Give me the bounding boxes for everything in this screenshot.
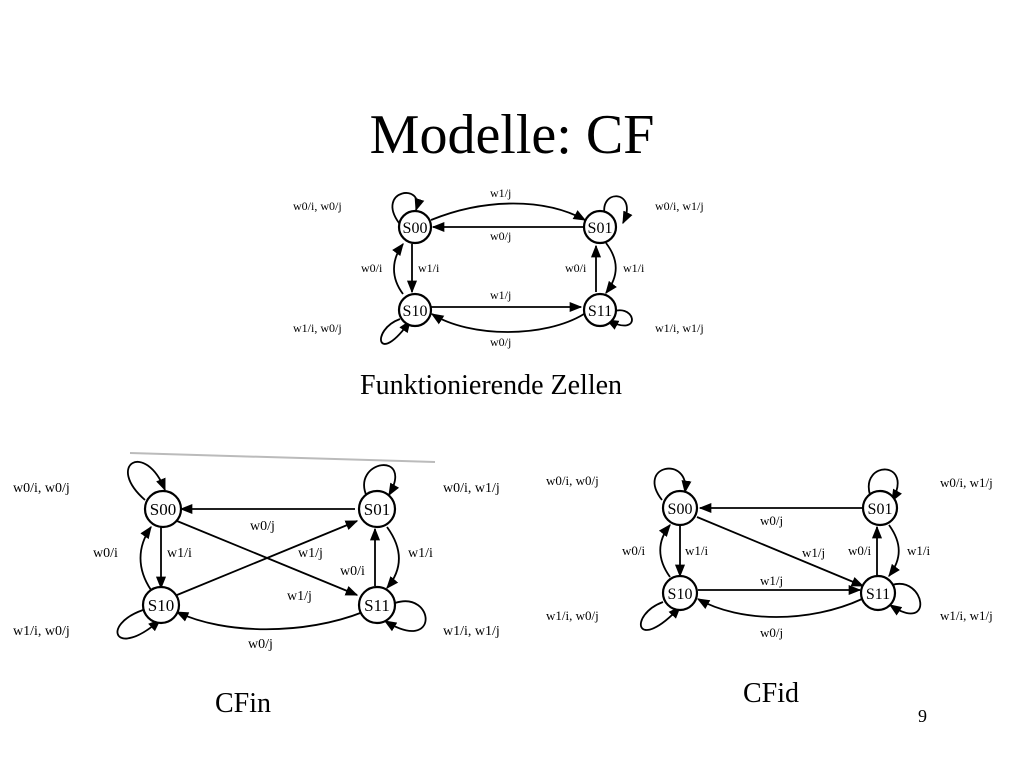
state-label: S00: [150, 500, 176, 519]
label-s11-s01: w0/i: [565, 261, 587, 275]
edge-loop-s11: [383, 600, 427, 632]
label-s01-s00: w0/j: [490, 229, 511, 243]
edge-s01-s11: [386, 526, 400, 589]
state-s01: S01: [861, 489, 899, 527]
edge-s10-s00: [139, 525, 152, 591]
state-s11: S11: [859, 574, 897, 612]
label-loop-s11: w1/i, w1/j: [443, 624, 500, 639]
edge-loop-s01: [363, 464, 400, 498]
state-label: S01: [868, 501, 893, 518]
state-label: S11: [588, 303, 612, 320]
edge-s10-s00: [658, 524, 671, 578]
label-s11-s10: w0/j: [490, 335, 511, 349]
label-loop-s01: w0/i, w1/j: [443, 481, 500, 496]
label-loop-s01: w0/i, w1/j: [940, 475, 993, 490]
label-s11-s01: w0/i: [340, 564, 365, 579]
label-loop-s00: w0/i, w0/j: [293, 199, 342, 213]
state-s11: S11: [357, 585, 397, 625]
state-label: S00: [403, 220, 428, 237]
state-s10: S10: [141, 585, 181, 625]
state-label: S11: [364, 596, 390, 615]
state-s00: S00: [397, 209, 433, 245]
caption-functional: Funktionierende Zellen: [360, 370, 623, 401]
label-s11-s01: w0/i: [848, 543, 872, 558]
state-label: S01: [364, 500, 390, 519]
diagram-cfin: S00 S01 S10 S11 w0/i, w0/j w0/i, w1/j w1…: [13, 452, 500, 652]
state-label: S11: [866, 586, 890, 603]
state-s10: S10: [397, 292, 433, 328]
diagram-functional: S00 S01 S10 S11 w0/i, w0/j w0/i, w1/j w1…: [293, 186, 704, 349]
state-label: S01: [588, 220, 613, 237]
edge-loop-s11: [888, 582, 922, 616]
label-loop-s10: w1/i, w0/j: [13, 624, 70, 639]
edge-loop-s10: [380, 318, 411, 345]
caption-cfin: CFin: [215, 688, 272, 719]
label-loop-s11: w1/i, w1/j: [940, 608, 993, 623]
label-s10-s11: w1/j: [490, 288, 511, 302]
label-s01-s00: w0/j: [250, 519, 275, 534]
edge-s00-s01: [430, 202, 587, 221]
label-s11-s10: w0/j: [760, 625, 783, 640]
edge-s10-s00: [392, 242, 404, 295]
label-loop-s00: w0/i, w0/j: [546, 473, 599, 488]
label-s00-s11: w1/j: [298, 546, 323, 561]
edge-loop-s00: [391, 192, 425, 224]
state-s01: S01: [582, 209, 618, 245]
slide-title: Modelle: CF: [369, 104, 655, 166]
edge-loop-s00: [653, 467, 692, 501]
state-s01: S01: [357, 489, 397, 529]
label-s01-s11: w1/i: [623, 261, 645, 275]
state-s00: S00: [143, 489, 183, 529]
label-s01-s00: w0/j: [760, 513, 783, 528]
caption-cfid: CFid: [743, 678, 800, 709]
edge-s10-s01: [176, 520, 359, 596]
label-s10-s00: w0/i: [361, 261, 383, 275]
edge-s11-s10: [430, 313, 585, 333]
label-loop-s00: w0/i, w0/j: [13, 481, 70, 496]
state-label: S10: [403, 303, 428, 320]
label-s00-s10: w1/i: [685, 543, 709, 558]
state-s11: S11: [582, 292, 618, 328]
state-s00: S00: [661, 489, 699, 527]
label-s00-s10: w1/i: [167, 546, 192, 561]
label-s00-s10: w1/i: [418, 261, 440, 275]
state-label: S10: [148, 596, 174, 615]
edge-loop-s01: [603, 195, 633, 225]
state-label: S00: [668, 501, 693, 518]
label-loop-s10: w1/i, w0/j: [546, 608, 599, 623]
label-s01-s11: w1/i: [408, 546, 433, 561]
label-s00-s11: w1/j: [802, 545, 825, 560]
label-s01-s11: w1/i: [907, 543, 931, 558]
edge-s00-s11: [696, 516, 865, 587]
edge-loop-s00: [126, 460, 166, 501]
edge-loop-s10: [639, 601, 681, 631]
edge-s01-s11: [888, 524, 900, 578]
page-number: 9: [918, 706, 927, 726]
label-s10-s00: w0/i: [622, 543, 646, 558]
edge-loop-s01: [867, 468, 902, 503]
state-s10: S10: [661, 574, 699, 612]
edge-s01-s11: [605, 242, 617, 295]
edge-loop-s10: [116, 609, 161, 640]
diagram-cfid: S00 S01 S10 S11 w0/i, w0/j w0/i, w1/j w1…: [546, 467, 993, 640]
label-loop-s11: w1/i, w1/j: [655, 321, 704, 335]
label-s10-s11: w1/j: [760, 573, 783, 588]
label-s10-s01: w1/j: [287, 589, 312, 604]
label-loop-s10: w1/i, w0/j: [293, 321, 342, 335]
label-s10-s00: w0/i: [93, 546, 118, 561]
edge-s11-s10: [696, 598, 863, 618]
edge-s11-s10: [175, 611, 364, 631]
label-s00-s01: w1/j: [490, 186, 511, 200]
state-label: S10: [668, 586, 693, 603]
label-s11-s10: w0/j: [248, 637, 273, 652]
label-loop-s01: w0/i, w1/j: [655, 199, 704, 213]
